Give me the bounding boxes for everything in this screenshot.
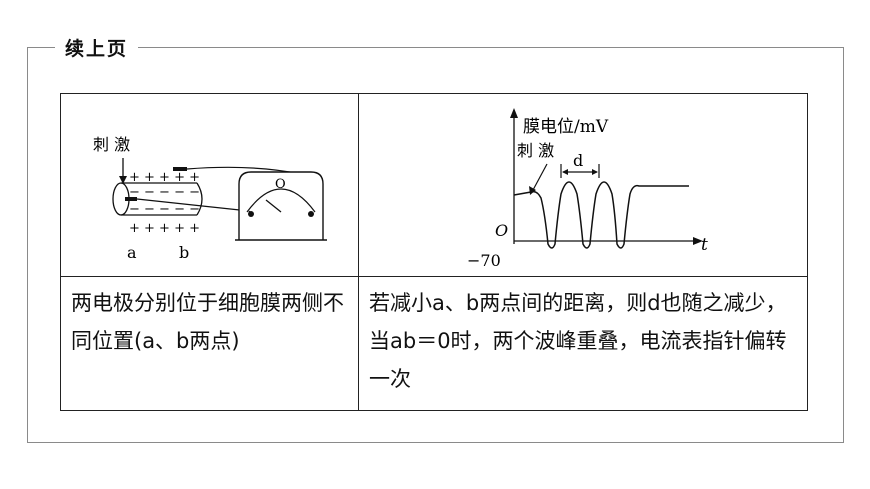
- potential-waveform: [513, 181, 689, 249]
- fiber-plus-top: + + + + +: [129, 170, 200, 185]
- fiber-minus-top: − − − − −: [129, 185, 200, 200]
- fiber-minus-bottom: − − − − −: [129, 202, 200, 217]
- left-stimulus-label: 刺 激: [93, 135, 130, 154]
- graph-t-label: t: [701, 235, 708, 255]
- inner-electrode: [125, 197, 137, 201]
- fiber-right-end: [196, 182, 203, 216]
- meter-body: [235, 171, 327, 241]
- header-title: 续上页: [55, 34, 139, 61]
- graph-y-label: 膜电位/mV: [523, 117, 609, 137]
- meter-label: O: [275, 177, 286, 192]
- graph-y-arrow: [510, 108, 518, 118]
- point-b-label: b: [179, 243, 189, 262]
- left-cell-text: 两电极分别位于细胞膜两侧不同位置(a、b两点): [71, 291, 344, 353]
- graph-neg70-label: −70: [467, 251, 501, 270]
- meter-left-wire: [248, 210, 252, 215]
- d-arrow-left: [562, 169, 568, 175]
- table-row-divider: [61, 276, 807, 277]
- comparison-table: 刺 激 + + + + + − − − − − − − − − − + + + …: [60, 93, 808, 411]
- table-column-divider: [358, 94, 359, 410]
- fiber-plus-bottom: + + + + +: [129, 221, 200, 236]
- outer-electrode: [173, 167, 187, 171]
- content-frame: [27, 47, 844, 443]
- graph-x-arrow: [693, 237, 703, 245]
- right-figure-potential-graph: 膜电位/mV 刺 激 d O −70 t: [467, 108, 708, 270]
- graph-origin-label: O: [495, 221, 508, 240]
- graph-stimulus-label: 刺 激: [517, 141, 554, 160]
- d-arrow-right: [592, 169, 598, 175]
- graph-stimulus-arrow: [532, 163, 548, 191]
- meter-face: [246, 188, 316, 213]
- inner-electrode-wire: [136, 198, 250, 212]
- stimulus-arrow-head: [119, 176, 127, 184]
- meter-needle: [265, 199, 282, 213]
- point-a-label: a: [127, 243, 137, 262]
- d-label: d: [573, 151, 583, 170]
- right-cell-text: 若减小a、b两点间的距离，则d也随之减少，当ab＝0时，两个波峰重叠，电流表指针…: [369, 291, 787, 391]
- meter-terminal-right: [308, 211, 314, 217]
- left-figure-electrodes: 刺 激 + + + + + − − − − − − − − − − + + + …: [93, 135, 327, 262]
